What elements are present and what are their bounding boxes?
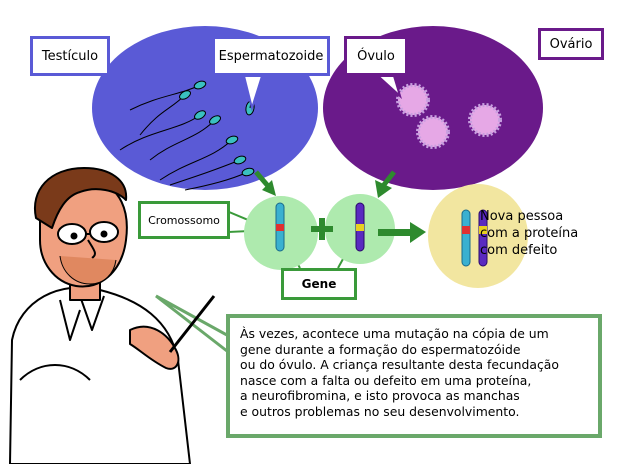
result-caption: Nova pessoa com a proteína com defeito — [480, 209, 579, 258]
gene-label: Gene — [281, 268, 357, 300]
sperm-heads — [179, 80, 255, 177]
explanation-text-box: Às vezes, acontece uma mutação na cópia … — [226, 314, 602, 438]
chromosome-purple — [355, 202, 365, 252]
espermatozoide-pointer — [242, 75, 264, 112]
chromosome-blue — [275, 202, 285, 252]
result-cell — [428, 184, 528, 288]
ovario-label: Ovário — [538, 28, 604, 60]
ovulo-pointer — [375, 75, 402, 100]
result-chromosome-purple — [478, 209, 488, 267]
result-chromosome-blue — [461, 209, 471, 267]
doctor-figure — [9, 167, 216, 464]
plus-sign — [311, 218, 333, 240]
ovulo-label: Óvulo — [344, 36, 408, 76]
arrow-egg-to-cell — [375, 170, 396, 198]
cromossomo-label: Cromossomo — [138, 201, 230, 239]
arrow-sperm-to-cell — [254, 170, 276, 196]
testiculo-label: Testículo — [30, 36, 110, 76]
espermatozoide-label: Espermatozoide — [212, 36, 330, 76]
arrow-to-result — [378, 222, 426, 243]
egg-cells — [396, 83, 502, 149]
